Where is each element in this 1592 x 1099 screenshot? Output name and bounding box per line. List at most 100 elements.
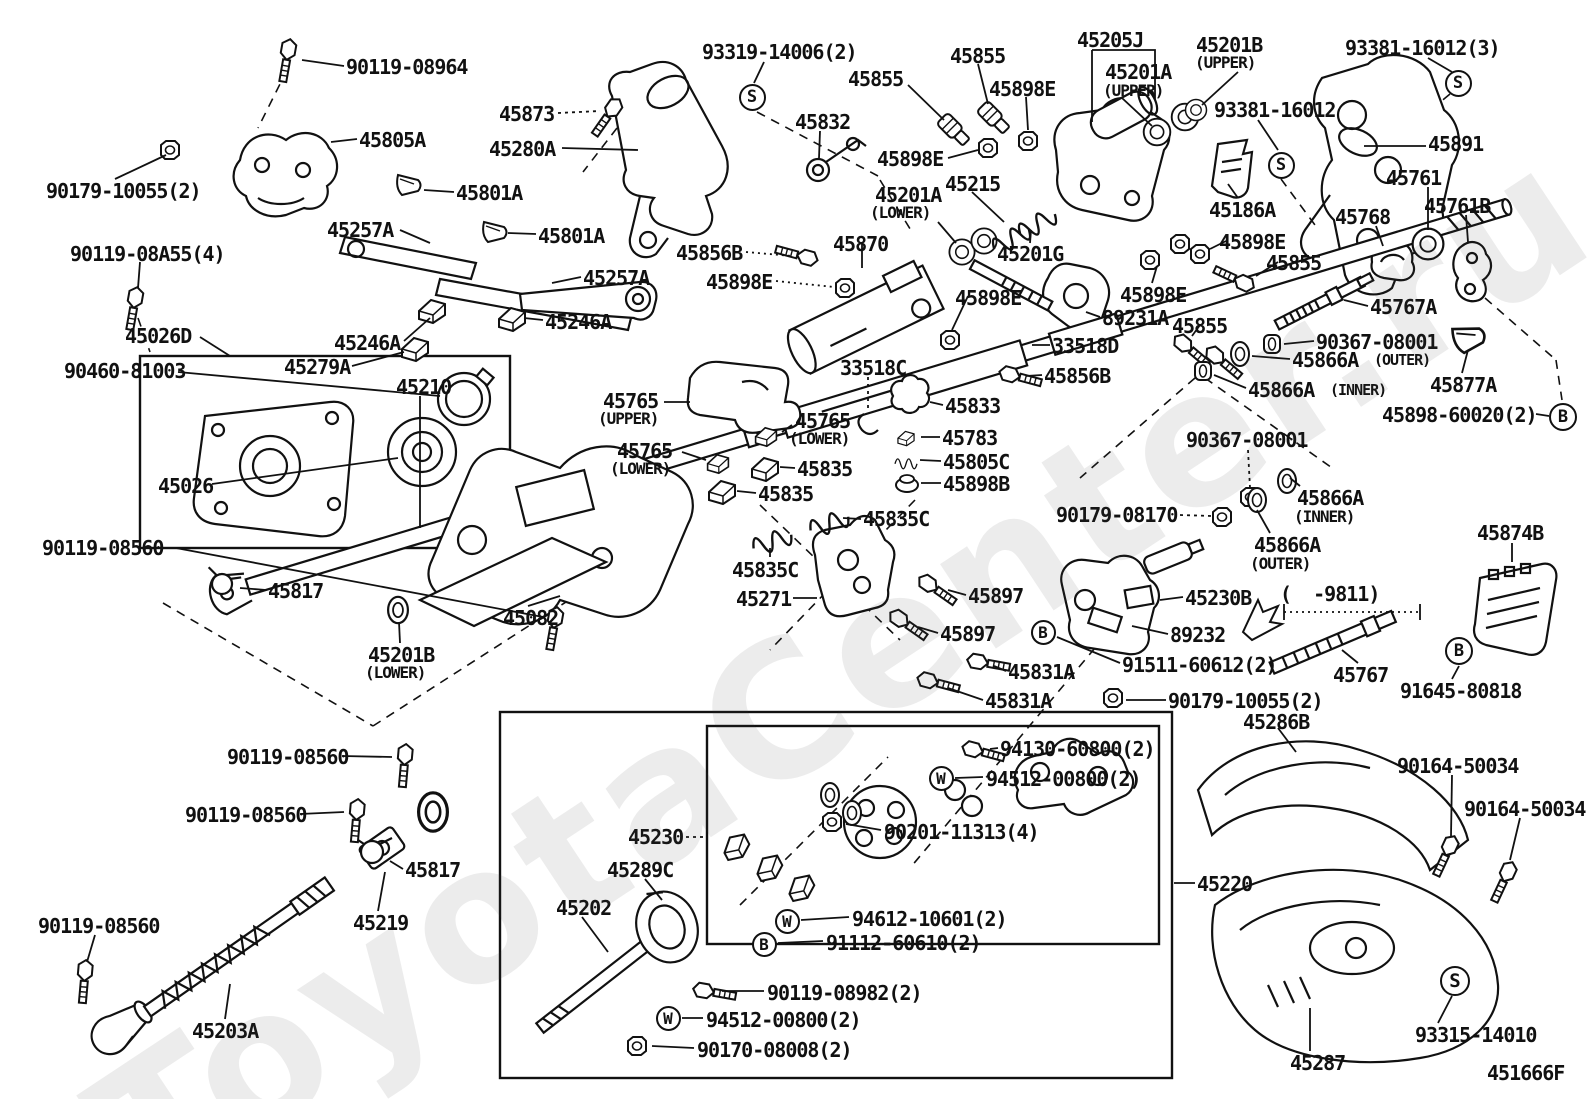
part-label: 90119-08560 (42, 536, 164, 560)
callout-b-icon: B (751, 931, 777, 957)
part-33518c (857, 413, 879, 436)
part-label: 45205J (1077, 28, 1144, 52)
part-label: 45768 (1335, 205, 1391, 229)
part-label: 45230B (1185, 586, 1252, 610)
part-label: 45898B (943, 472, 1010, 496)
part-label: 45201B (1196, 33, 1263, 57)
part-label: 45817 (405, 858, 461, 882)
part-label: 93315-14010 (1415, 1023, 1537, 1047)
part-label: 90119-08560 (185, 803, 307, 827)
part-label: 45835C (732, 558, 799, 582)
part-label: 94512-00800(2) (706, 1008, 862, 1032)
part-label: 90460-81003 (64, 359, 186, 383)
part-label: 45201A (875, 183, 942, 207)
part-label: 90201-11313(4) (884, 820, 1040, 844)
part-label: 90119-08A55(4) (70, 242, 226, 266)
part-label: 45855 (848, 67, 904, 91)
part-45271 (811, 514, 896, 618)
part-label: 45202 (556, 896, 612, 920)
part-label: 45765 (603, 389, 659, 413)
part-label: 45765 (795, 409, 851, 433)
part-45203a (90, 875, 336, 1056)
part-45289c (635, 890, 699, 964)
part-label: 451666F (1487, 1061, 1565, 1085)
part-label: 45761B (1424, 194, 1491, 218)
part-label: 45898E (1120, 283, 1187, 307)
part-45280a (608, 60, 729, 236)
part-label: 45801A (538, 224, 605, 248)
part-label: 45897 (968, 584, 1024, 608)
callout-w-icon: W (928, 765, 954, 791)
part-45817-upper (207, 566, 242, 596)
pointer-arrow-45230b (1241, 597, 1286, 642)
part-label: 45897 (940, 622, 996, 646)
callout-s-icon: S (1440, 966, 1470, 996)
part-label: 89232 (1170, 623, 1226, 647)
part-label: 45856B (676, 241, 743, 265)
callout-s-icon: S (1267, 151, 1295, 179)
part-label: 45870 (833, 232, 889, 256)
part-label: 45801A (456, 181, 523, 205)
part-label: 45280A (489, 137, 556, 161)
part-label: 90367-08001 (1186, 428, 1308, 452)
part-label: 90164-50034 (1397, 754, 1519, 778)
part-label: (LOWER) (610, 459, 671, 478)
part-label: 45230 (628, 825, 684, 849)
part-label: 45210 (396, 375, 452, 399)
part-label: (UPPER) (1195, 53, 1256, 72)
part-label: ( -9811) (1280, 582, 1380, 606)
part-label: 90170-08008(2) (697, 1038, 853, 1062)
part-label: (LOWER) (789, 429, 850, 448)
part-label: 91511-60612(2) (1122, 653, 1278, 677)
part-label: 45898E (877, 147, 944, 171)
part-label: 45201A (1105, 60, 1172, 84)
part-label: 45215 (945, 172, 1001, 196)
part-label: 90179-10055(2) (1168, 689, 1324, 713)
part-label: 45279A (284, 355, 351, 379)
part-45767 (1268, 609, 1398, 675)
part-label: 91112-60610(2) (826, 931, 982, 955)
part-label: 45874B (1477, 521, 1544, 545)
part-label: 45898E (989, 77, 1056, 101)
part-label: 45271 (736, 587, 792, 611)
part-45761b (1452, 241, 1493, 303)
part-ujoint-yoke (1013, 737, 1135, 816)
part-label: 45246A (334, 331, 401, 355)
callout-s-icon: S (1444, 69, 1472, 97)
callout-b-icon: B (1030, 619, 1056, 645)
part-label: (OUTER) (1250, 554, 1311, 573)
part-label: 89231A (1102, 306, 1169, 330)
part-label: 45866A (1297, 486, 1364, 510)
part-shapes (90, 53, 1558, 1064)
part-label: 45832 (795, 110, 851, 134)
part-label: 45767 (1333, 663, 1389, 687)
part-label: 93381-16012(3) (1345, 36, 1501, 60)
part-45870 (786, 259, 946, 376)
part-label: 45219 (353, 911, 409, 935)
box-lower-assembly (498, 710, 1174, 1080)
part-label: 45289C (607, 858, 674, 882)
part-label: 45898E (1219, 230, 1286, 254)
part-label: (INNER) (1294, 507, 1355, 526)
part-label: 45866A (1254, 533, 1321, 557)
part-label: 90119-08560 (38, 914, 160, 938)
part-45805a (232, 131, 339, 218)
part-label: 90179-08170 (1056, 503, 1178, 527)
part-45230b (1060, 554, 1160, 656)
part-45765-upper (686, 360, 802, 434)
part-label: 45835 (797, 457, 853, 481)
part-label: 45286B (1243, 710, 1310, 734)
part-label: 45203A (192, 1019, 259, 1043)
part-45257a-lever (518, 280, 658, 321)
part-label: 45856B (1044, 364, 1111, 388)
part-label: 94612-10601(2) (852, 907, 1008, 931)
part-label: 33518D (1052, 334, 1119, 358)
part-label: 45873 (499, 102, 555, 126)
callout-w-icon: W (774, 908, 800, 934)
part-label: 45898E (955, 286, 1022, 310)
part-label: 90367-08001 (1316, 330, 1438, 354)
part-label: 45835C (863, 507, 930, 531)
part-label: 45257A (327, 218, 394, 242)
part-label: 90119-08560 (227, 745, 349, 769)
